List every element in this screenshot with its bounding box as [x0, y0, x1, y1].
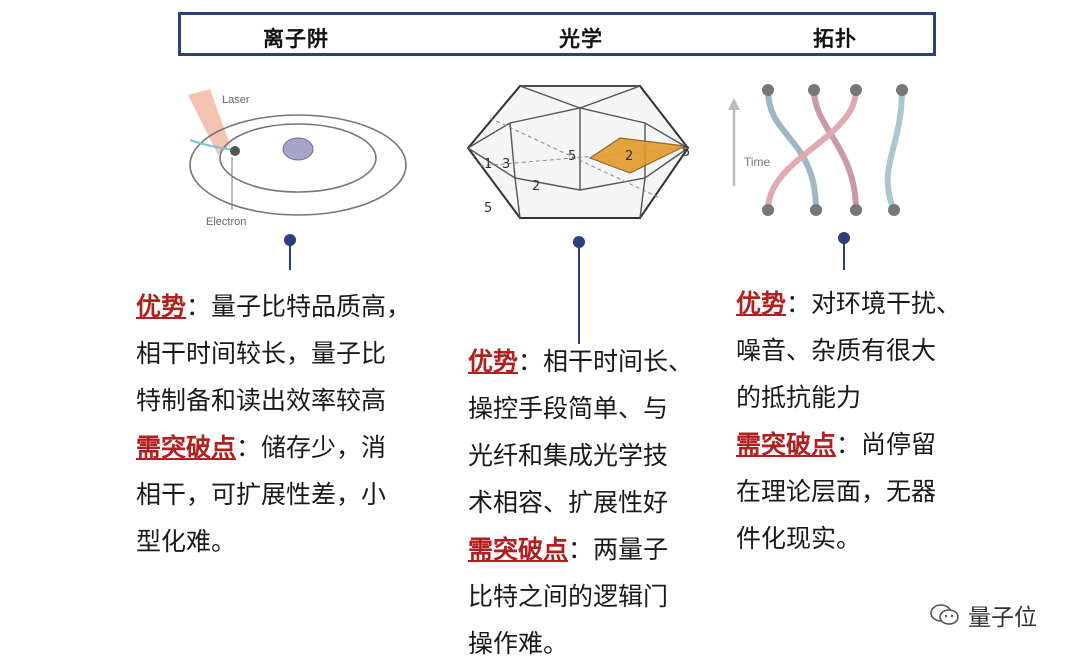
- topo-breakthrough-line-2: 在理论层面，无器: [736, 477, 937, 506]
- topo-advantage-label: 优势: [736, 289, 787, 318]
- ion-breakthrough-line-2: 相干，可扩展性差，小: [136, 480, 387, 509]
- braid-bottom-knob: [850, 204, 862, 216]
- label-5c: 5: [484, 201, 492, 216]
- braid-bottom-knob: [810, 204, 822, 216]
- braid-bottom-knob: [762, 204, 774, 216]
- time-label: Time: [744, 155, 771, 169]
- braid-top-knob: [808, 84, 820, 96]
- ion-trap-description: 优势：量子比特品质高， 相干时间较长，量子比 特制备和读出效率较高 需突破点：储…: [136, 283, 411, 565]
- optical-breakthrough-line-3: 操作难。: [468, 629, 569, 658]
- ion-nucleus: [282, 137, 314, 161]
- ion-connector-line: [289, 240, 291, 270]
- ion-breakthrough-label: 需突破点: [136, 433, 237, 462]
- polyhedron-edge: [509, 122, 516, 179]
- topo-breakthrough-label: 需突破点: [736, 430, 837, 459]
- topological-description: 优势：对环境干扰、 噪音、杂质有很大 的抵抗能力 需突破点：尚停留 在理论层面，…: [736, 280, 961, 562]
- ion-breakthrough-line-1: 需突破点：储存少，消: [136, 424, 411, 471]
- optical-description: 优势：相干时间长、 操控手段简单、与 光纤和集成光学技 术相容、扩展性好 需突破…: [468, 338, 693, 667]
- polyhedron-edge: [514, 177, 521, 219]
- ion-breakthrough-text: ：储存少，消: [236, 433, 387, 462]
- optical-advantage-line-3: 光纤和集成光学技: [468, 441, 669, 470]
- optical-connector-line: [578, 242, 580, 344]
- optical-breakthrough-line-2: 比特之间的逻辑门: [468, 582, 669, 611]
- highlighted-face: [588, 137, 688, 174]
- optical-advantage-line-1: 优势：相干时间长、: [468, 338, 693, 385]
- header-optical: 光学: [559, 27, 603, 51]
- topo-advantage-line-2: 噪音、杂质有很大: [736, 336, 937, 365]
- laser-label: Laser: [222, 94, 250, 106]
- label-5a: 5: [568, 149, 576, 164]
- topo-advantage-text: ：对环境干扰、: [786, 289, 962, 318]
- header-bar: 离子阱 光学 拓扑: [178, 12, 936, 56]
- polyhedron-hidden-edge: [489, 117, 661, 199]
- watermark-text: 量子位: [968, 605, 1037, 631]
- braid-top-knob: [896, 84, 908, 96]
- ion-advantage-line-2: 相干时间较长，量子比: [136, 339, 387, 368]
- outer-orbit: [189, 114, 407, 216]
- optical-breakthrough-label: 需突破点: [468, 535, 569, 564]
- topo-advantage-line-1: 优势：对环境干扰、: [736, 280, 961, 327]
- topological-braid-figure: Time: [728, 84, 908, 216]
- optical-breakthrough-line-1: 需突破点：两量子: [468, 526, 693, 573]
- header-topological: 拓扑: [813, 27, 857, 51]
- electron-label: Electron: [206, 216, 246, 228]
- topo-breakthrough-text: ：尚停留: [836, 430, 937, 459]
- ion-advantage-line-3: 特制备和读出效率较高: [136, 386, 387, 415]
- braid-bottom-knob: [888, 204, 900, 216]
- ion-advantage-label: 优势: [136, 292, 187, 321]
- topo-advantage-line-3: 的抵抗能力: [736, 383, 862, 412]
- label-3: 3: [502, 157, 510, 172]
- inner-orbit: [219, 123, 377, 193]
- topo-breakthrough-line-1: 需突破点：尚停留: [736, 421, 961, 468]
- ion-breakthrough-line-3: 型化难。: [136, 527, 237, 556]
- label-5b: 5: [682, 145, 690, 160]
- polyhedron-edge: [639, 177, 646, 219]
- laser-beam: [188, 89, 230, 155]
- braid-strand-2: [811, 89, 859, 211]
- optical-advantage-label: 优势: [468, 347, 519, 376]
- polyhedron-face-top: [519, 85, 641, 109]
- braid-top-knob: [762, 84, 774, 96]
- ion-advantage-text: ：量子比特品质高，: [186, 292, 412, 321]
- optical-advantage-line-2: 操控手段简单、与: [468, 394, 669, 423]
- optical-advantage-text: ：相干时间长、: [518, 347, 694, 376]
- time-arrowhead: [728, 98, 740, 110]
- braid-strand-3: [765, 89, 859, 211]
- braid-strand-4: [884, 89, 905, 212]
- optical-breakthrough-text: ：两量子: [568, 535, 669, 564]
- label-2b: 2: [625, 149, 633, 164]
- electron-dot: [230, 146, 240, 156]
- header-ion-trap: 离子阱: [263, 27, 329, 51]
- label-2a: 2: [532, 179, 540, 194]
- wechat-icon: [930, 604, 959, 625]
- optical-polyhedron-figure: 1 3 2 5 2 5 5: [466, 85, 690, 219]
- ion-advantage-line-1: 优势：量子比特品质高，: [136, 283, 411, 330]
- label-1: 1: [484, 157, 492, 172]
- optical-advantage-line-4: 术相容、扩展性好: [468, 488, 669, 517]
- topo-connector-line: [843, 238, 845, 270]
- braid-top-knob: [850, 84, 862, 96]
- ion-trap-figure: Laser Electron: [188, 89, 407, 228]
- watermark: 量子位: [930, 598, 1037, 632]
- braid-strand-1: [765, 89, 819, 211]
- topo-breakthrough-line-3: 件化现实。: [736, 524, 862, 553]
